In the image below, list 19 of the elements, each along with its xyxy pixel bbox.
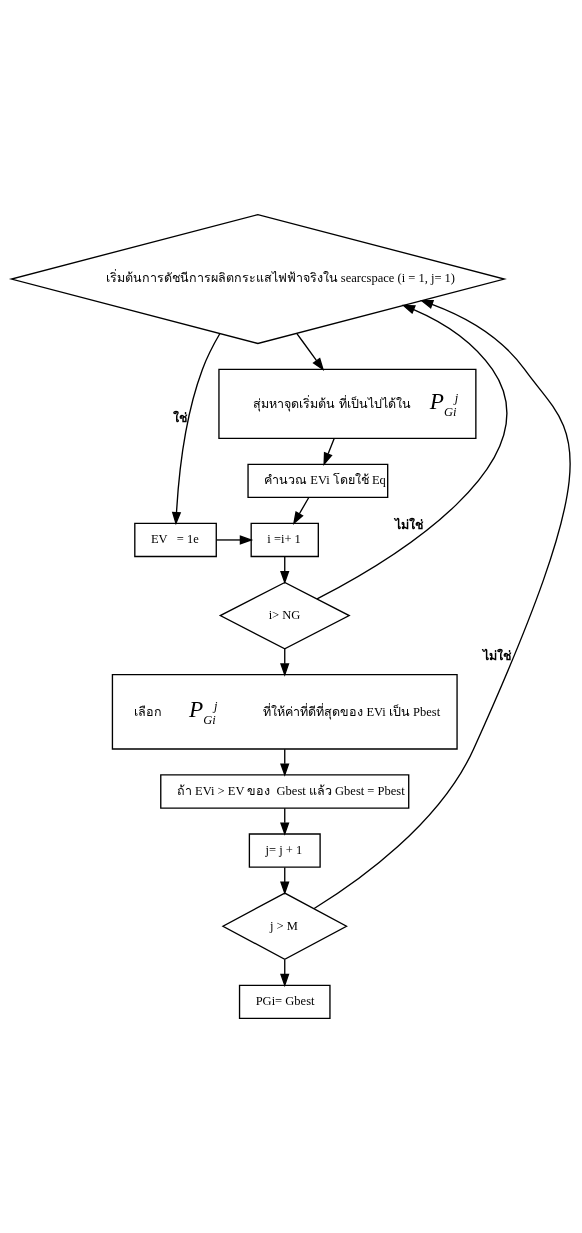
node-box: i =i+ 1 bbox=[250, 522, 319, 558]
edge-label: ไม่ใช่ bbox=[394, 518, 423, 533]
node-diamond: j > M bbox=[221, 892, 348, 961]
arrow bbox=[313, 300, 571, 910]
node-box: ถ้า EVi > EV ของ Gbest แล้ว Gbest = Pbest bbox=[160, 774, 410, 809]
edge-label: ไม่ใช่ bbox=[482, 648, 511, 663]
node-diamond: เริ่มต้นการดัชนีการผลิตกระแสไฟฟ้าจริงใน searcspace (i = 1, j= 1) bbox=[8, 213, 507, 345]
arrow bbox=[296, 332, 325, 372]
arrow bbox=[316, 304, 508, 600]
edge-label: ใช่ bbox=[172, 411, 187, 426]
node-box: PGi= Gbest bbox=[238, 984, 331, 1020]
arrow bbox=[215, 535, 254, 545]
node-box: j= j + 1 bbox=[248, 833, 321, 868]
arrow bbox=[171, 333, 221, 526]
node-box: EV = 1e bbox=[134, 522, 217, 558]
node-diamond: i> NG bbox=[218, 581, 351, 650]
node-box: คำนวณ EVi โดยใช้ Eq bbox=[247, 463, 389, 499]
arrow bbox=[292, 497, 310, 525]
arrow bbox=[323, 437, 335, 466]
